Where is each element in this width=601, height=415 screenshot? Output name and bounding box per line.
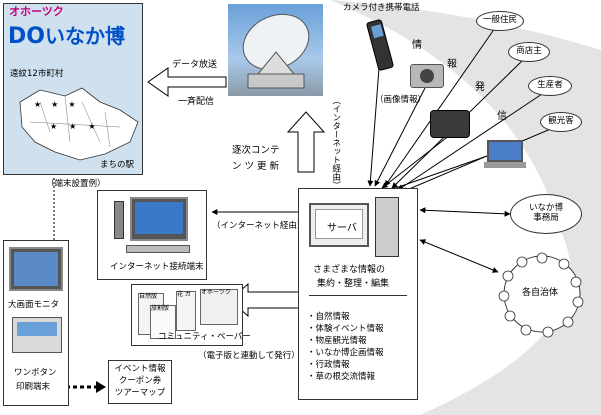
large-monitor-icon — [9, 247, 63, 291]
sender-residents: 一般住民 — [476, 11, 524, 31]
server-item-4: ・いなか博企画情報 — [307, 348, 384, 358]
internet-terminal-label: インターネット接続端末 — [110, 262, 204, 272]
server-label: サーバ — [327, 223, 357, 234]
server-item-6: ・草の根交流情報 — [307, 372, 376, 382]
server-divider — [309, 295, 407, 296]
sender-tourists: 観光客 — [540, 112, 582, 132]
camera-phone-label: カメラ付き携帯電話 — [343, 3, 420, 13]
internet-via-vertical-label: （インターネット経由） — [330, 96, 341, 190]
info-char-3: 発 — [475, 82, 485, 93]
office-line1: いなか博 — [528, 203, 563, 214]
sequential-update-line2: ン ツ 更 新 — [232, 161, 280, 172]
community-paper-label: コミュニティ・ペーパー — [158, 332, 251, 342]
map-title: DOいなか博 — [8, 20, 125, 49]
video-camera-icon — [430, 110, 470, 138]
map-title-rest: いなか博 — [44, 24, 125, 48]
terminal-example-label: （端末設置例） — [46, 179, 106, 189]
server-desc-line2: 集約・整理・編集 — [317, 279, 390, 289]
sequential-update-line1: 逐次コンテ — [232, 145, 280, 156]
office-line2: 事務局 — [533, 213, 559, 223]
paper-page-4: オホーツク — [200, 289, 238, 325]
server-item-2: ・体験イベント情報 — [307, 324, 384, 334]
server-box: サーバ さまざまな情報の 集約・整理・編集 ・自然情報 ・体験イベント情報 ・物… — [298, 188, 418, 400]
printer-icon — [12, 317, 62, 353]
municipalities-network — [498, 252, 584, 338]
printer-label-line1: ワンボタン — [14, 368, 57, 378]
monitor-icon — [130, 197, 188, 241]
coupon-box: イベント情報 クーポン券 ツアーマップ — [108, 360, 172, 404]
station-label: まちの駅 — [100, 160, 135, 170]
data-broadcast-label: データ放送 — [172, 60, 218, 70]
community-paper-box: 自然版 旅割版 花 ガ オホーツク コミュニティ・ペーパー — [131, 284, 251, 346]
simultaneous-delivery-label: 一斉配信 — [178, 97, 215, 107]
sender-shop-owners: 商店主 — [508, 42, 550, 62]
large-monitor-label: 大画面モニタ — [8, 300, 60, 310]
map-title-top: オホーツク — [9, 5, 64, 18]
server-item-1: ・自然情報 — [307, 312, 350, 322]
keyboard-icon — [126, 245, 190, 253]
map-stars-2: ★★★ — [50, 122, 108, 131]
map-panel: オホーツク DOいなか博 遠紋12市町村 ★★★ ★★★ まちの駅 — [3, 3, 143, 175]
internet-terminal-box: インターネット接続端末 — [97, 190, 207, 280]
kiosk-box: 大画面モニタ ワンボタン 印刷端末 — [3, 240, 69, 406]
internet-via-label: （インターネット経由） — [212, 221, 306, 231]
server-desc-line1: さまざまな情報の — [313, 265, 386, 275]
paper-page-3-label: 花 ガ — [177, 291, 191, 298]
printer-label-line2: 印刷端末 — [16, 382, 51, 392]
server-item-3: ・物産観光情報 — [307, 336, 367, 346]
coupon-line2: クーポン券 — [118, 375, 162, 386]
digital-camera-icon — [410, 64, 444, 88]
paper-page-3: 花 ガ — [176, 291, 196, 331]
paper-coop-label: （電子版と連動して発行） — [198, 351, 300, 361]
image-info-label: （画像情報） — [375, 95, 427, 105]
office-oval: いなか博 事務局 — [510, 194, 582, 234]
map-stars: ★★★ — [34, 100, 86, 109]
map-title-do: DO — [8, 24, 45, 49]
laptop-icon — [484, 140, 526, 170]
server-monitor-icon — [309, 203, 369, 247]
region-label: 遠紋12市町村 — [10, 69, 64, 79]
info-char-4: 信 — [497, 111, 507, 122]
municipalities-label: 各自治体 — [522, 288, 559, 298]
server-item-5: ・行政情報 — [307, 360, 350, 370]
paper-page-2: 旅割版 — [150, 305, 176, 339]
desktop-computer-icon — [114, 201, 124, 239]
satellite-dish-image — [228, 4, 323, 96]
paper-page-4-label: オホーツク — [201, 289, 231, 296]
hokkaido-map-illustration — [19, 87, 139, 161]
paper-page-2-label: 旅割版 — [151, 305, 170, 312]
paper-page-1-label: 自然版 — [139, 293, 158, 300]
info-char-2: 報 — [447, 59, 457, 70]
coupon-line3: ツアーマップ — [114, 387, 166, 398]
sender-producers: 生産者 — [528, 76, 572, 96]
info-char-1: 情 — [412, 40, 422, 51]
server-tower-icon — [375, 197, 399, 257]
coupon-line1: イベント情報 — [114, 364, 166, 374]
